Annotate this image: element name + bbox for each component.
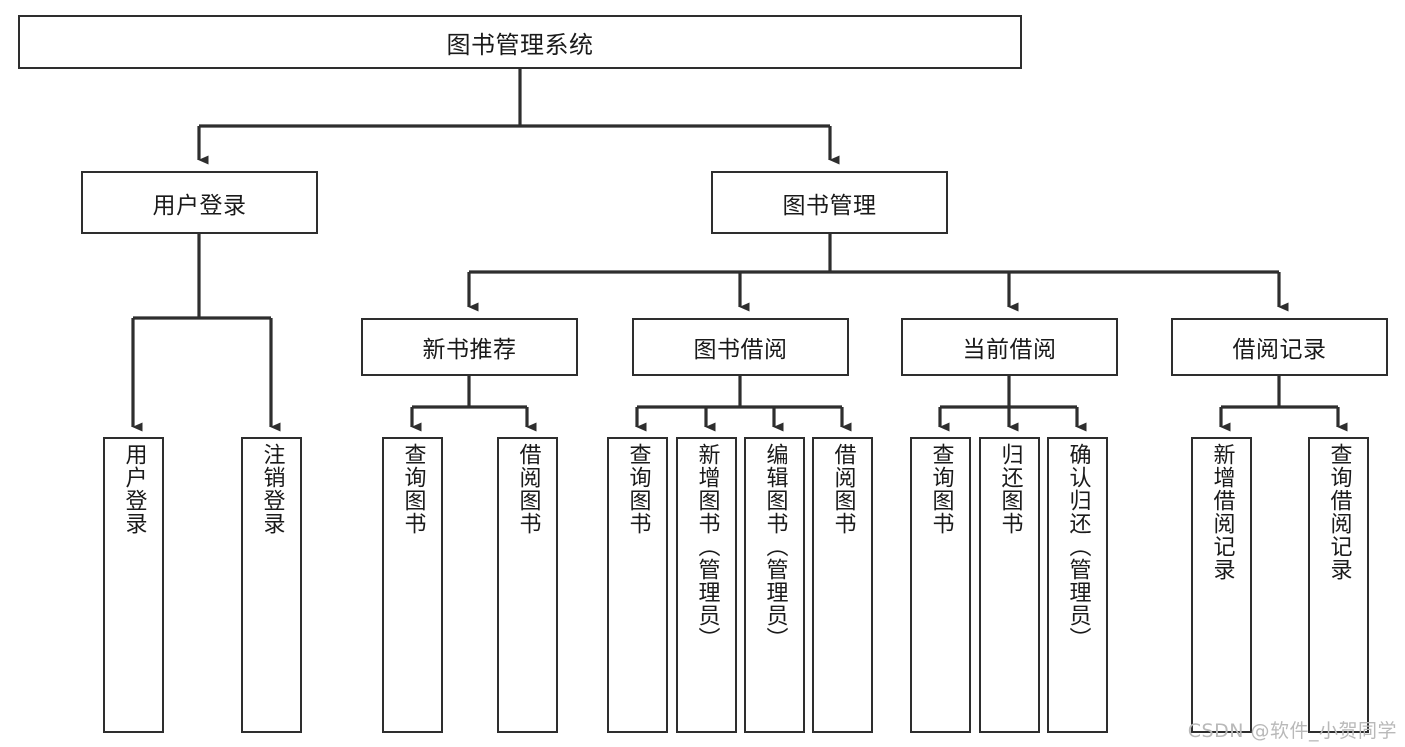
node-label: 图书管理 <box>782 192 877 219</box>
node-label: 确认归还（管理员） <box>1065 443 1091 650</box>
leaf-current-borrow-confirm-return-admin[interactable]: 确认归还（管理员） <box>1047 437 1108 733</box>
leaf-borrow-record-query-record[interactable]: 查询借阅记录 <box>1308 437 1369 733</box>
leaf-current-borrow-query-book[interactable]: 查询图书 <box>910 437 971 733</box>
node-label: 当前借阅 <box>962 337 1057 363</box>
node-label: 新增图书（管理员） <box>694 443 720 650</box>
node-label: 查询图书 <box>400 443 426 535</box>
node-book-borrow[interactable]: 图书借阅 <box>632 318 849 376</box>
node-user-login[interactable]: 用户登录 <box>81 171 318 234</box>
node-label: 查询借阅记录 <box>1326 443 1352 581</box>
node-label: 用户登录 <box>121 443 147 535</box>
node-label: 图书借阅 <box>693 337 788 363</box>
node-book-management[interactable]: 图书管理 <box>711 171 948 234</box>
leaf-user-login-login[interactable]: 用户登录 <box>103 437 164 733</box>
node-label: 查询图书 <box>928 443 954 535</box>
node-label: 借阅图书 <box>830 443 856 535</box>
node-label: 编辑图书（管理员） <box>762 443 788 650</box>
node-label: 新书推荐 <box>422 337 517 363</box>
csdn-watermark: CSDN @软件_小贺同学 <box>1187 720 1397 742</box>
node-label: 归还图书 <box>997 443 1023 535</box>
node-new-book-recommendation[interactable]: 新书推荐 <box>361 318 578 376</box>
leaf-borrow-record-add-record[interactable]: 新增借阅记录 <box>1191 437 1252 733</box>
leaf-book-borrow-query-book[interactable]: 查询图书 <box>607 437 668 733</box>
node-borrow-record[interactable]: 借阅记录 <box>1171 318 1388 376</box>
node-label: 新增借阅记录 <box>1209 443 1235 581</box>
node-label: 用户登录 <box>152 192 247 219</box>
node-label: 借阅图书 <box>515 443 541 535</box>
node-current-borrow[interactable]: 当前借阅 <box>901 318 1118 376</box>
node-label: 图书管理系统 <box>446 30 594 59</box>
leaf-book-borrow-add-book-admin[interactable]: 新增图书（管理员） <box>676 437 737 733</box>
leaf-new-book-borrow-book[interactable]: 借阅图书 <box>497 437 558 733</box>
leaf-new-book-query-book[interactable]: 查询图书 <box>382 437 443 733</box>
node-root-library-management-system[interactable]: 图书管理系统 <box>18 15 1022 69</box>
leaf-book-borrow-edit-book-admin[interactable]: 编辑图书（管理员） <box>744 437 805 733</box>
node-label: 注销登录 <box>259 443 285 535</box>
leaf-current-borrow-return-book[interactable]: 归还图书 <box>979 437 1040 733</box>
node-label: 借阅记录 <box>1232 337 1327 363</box>
node-label: 查询图书 <box>625 443 651 535</box>
leaf-user-login-logout[interactable]: 注销登录 <box>241 437 302 733</box>
leaf-book-borrow-borrow-book[interactable]: 借阅图书 <box>812 437 873 733</box>
